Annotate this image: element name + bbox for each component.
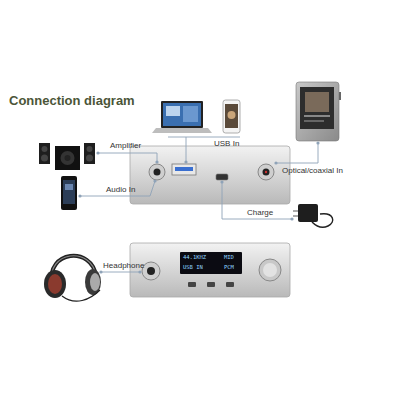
port-label: Charge [247, 209, 273, 217]
music-phone [61, 176, 77, 210]
port-label: Optical/coaxial In [282, 167, 343, 175]
port-label: USB In [214, 140, 239, 148]
diagram-title: Connection diagram [9, 94, 135, 107]
laptop [152, 101, 212, 133]
port-label: Audio In [106, 186, 135, 194]
display-readout: MID [224, 255, 234, 261]
port-label: Headphone [103, 262, 144, 270]
front-panel [130, 243, 290, 297]
back-panel [130, 146, 290, 204]
display-readout: PCM [224, 265, 234, 271]
charger [293, 204, 333, 227]
headphones [44, 256, 101, 301]
speaker-set [39, 143, 95, 170]
display-readout: USB IN [183, 265, 203, 271]
display-readout: 44.1KHZ [183, 255, 206, 261]
smartphone [223, 100, 240, 133]
port-label: Amplifier [110, 142, 141, 150]
leader-dots [78, 141, 319, 273]
leader-lines [80, 137, 318, 272]
portable-player [296, 82, 341, 141]
